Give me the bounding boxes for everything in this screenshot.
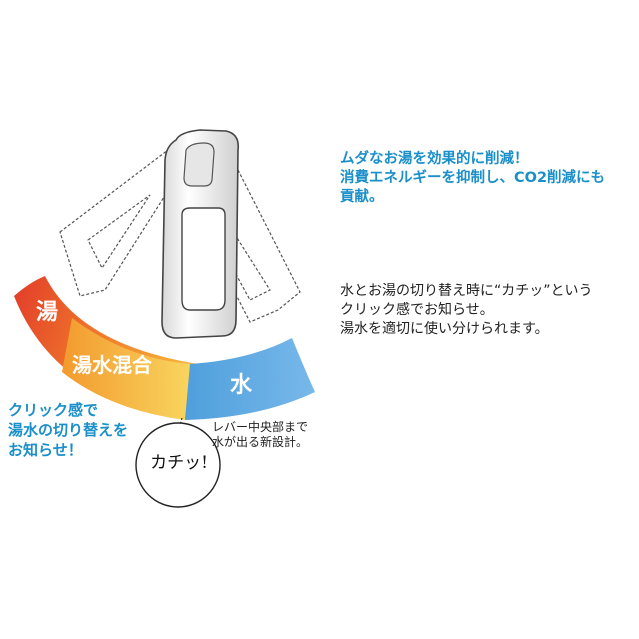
click-sound-text: カチッ! xyxy=(150,453,208,473)
click-speech-bubble xyxy=(135,422,221,508)
description-text: 水とお湯の切り替え時に“カチッ”という クリック感でお知らせ。 湯水を適切に使い… xyxy=(340,283,593,337)
click-feature-note: クリック感で 湯水の切り替えを お知らせ！ xyxy=(8,401,129,459)
lever-ghost-left xyxy=(59,149,179,297)
arc-label-mixed: 湯水混合 xyxy=(72,353,152,377)
arc-mixed-segment-band xyxy=(62,318,190,420)
lever-design-note: レバー中央部まで 水が出る新設計。 xyxy=(212,420,309,449)
arc-label-hot: 湯 xyxy=(36,300,59,325)
arc-label-cold: 水 xyxy=(230,373,253,398)
arc-cold-segment xyxy=(185,338,315,420)
faucet-lever xyxy=(161,129,240,339)
headline-text: ムダなお湯を効果的に削減！ 消費エネルギーを抑制し、CO2削減にも 貢献。 xyxy=(340,151,606,205)
